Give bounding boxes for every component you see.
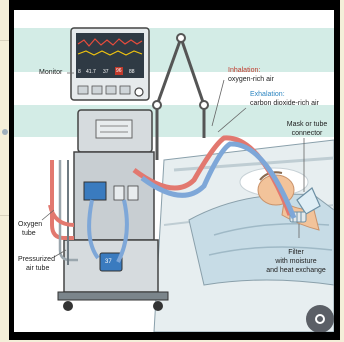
- wheel: [63, 301, 73, 311]
- monitor-readout: 88: [129, 68, 135, 76]
- inhalation-description: oxygen-rich air: [228, 76, 274, 84]
- wheel: [153, 301, 163, 311]
- oxygen-tube-label-line1: Oxygen: [18, 221, 42, 229]
- monitor-readout: 37: [103, 68, 109, 76]
- device-display-value: 37: [105, 258, 112, 266]
- filter-label-line1: Filter: [258, 249, 334, 257]
- monitor-label: Monitor: [39, 69, 62, 77]
- ventilator-illustration: Monitor Inhalation: oxygen-rich air Exha…: [14, 10, 334, 332]
- filter-label-line3: and heat exchange: [258, 267, 334, 275]
- mask-label-line2: connector: [284, 130, 330, 138]
- monitor-readout-alert: 96: [115, 67, 123, 75]
- lens-search-icon[interactable]: [306, 305, 334, 332]
- mask-label-line1: Mask or tube: [284, 121, 330, 129]
- oxygen-tube-label-line2: tube: [22, 230, 36, 238]
- illustration-svg: [14, 10, 334, 332]
- filter-label-line2: with moisture: [258, 258, 334, 266]
- pressurized-tube-label-line2: air tube: [26, 265, 49, 273]
- monitor-readout: 8: [78, 68, 81, 76]
- monitor-unit: [71, 28, 149, 100]
- pressurized-tube-label-line1: Pressurized: [18, 256, 55, 264]
- inhalation-title: Inhalation:: [228, 67, 260, 75]
- scroll-indicator: [2, 129, 8, 135]
- monitor-readout: 41.7: [86, 68, 96, 76]
- page-divider: [0, 40, 9, 41]
- background-band: [14, 28, 334, 72]
- display-panel: [84, 182, 106, 200]
- page-divider: [0, 215, 9, 216]
- hospital-bed: [154, 140, 334, 332]
- monitor-knob: [135, 88, 143, 96]
- exhalation-title: Exhalation:: [250, 91, 285, 99]
- exhalation-description: carbon dioxide-rich air: [250, 100, 319, 108]
